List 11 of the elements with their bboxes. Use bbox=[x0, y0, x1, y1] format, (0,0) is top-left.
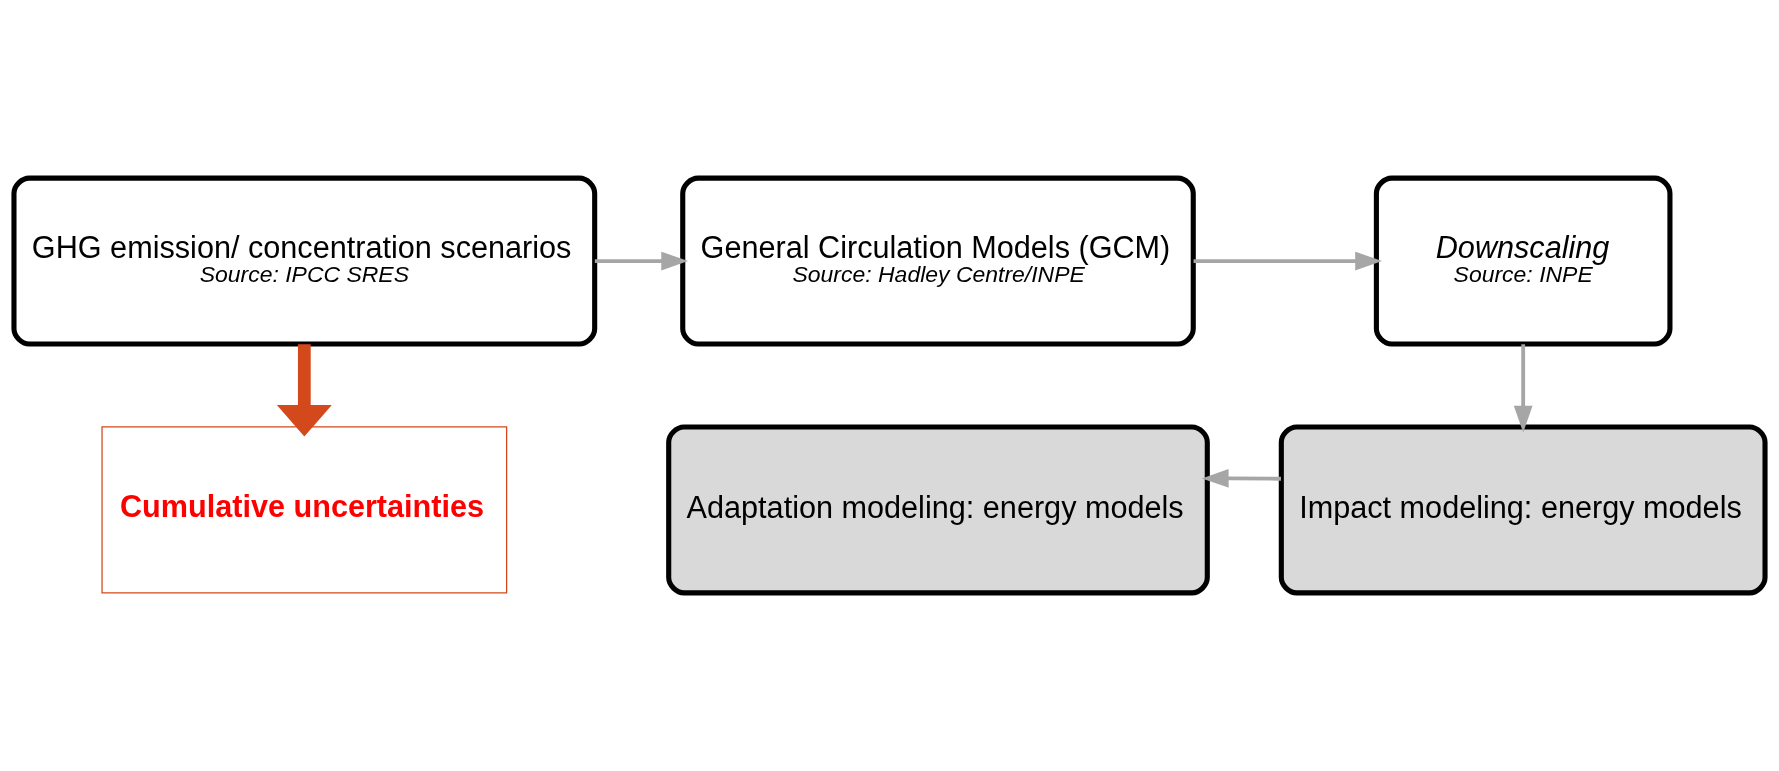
arrow bbox=[1193, 251, 1383, 271]
node-box: Downscaling Source: INPE bbox=[1373, 175, 1673, 347]
node-box: Impact modeling: energy models bbox=[1278, 424, 1768, 596]
arrow bbox=[276, 344, 332, 437]
node-box: General Circulation Models (GCM) Source: Hadley Centre/INPE bbox=[680, 175, 1196, 347]
node-box: Cumulative uncertainties bbox=[101, 426, 508, 594]
arrow bbox=[1201, 468, 1281, 488]
node-box: Adaptation modeling: energy models bbox=[666, 424, 1210, 596]
node-box: GHG emission/ concentration scenarios Source: IPCC SRES bbox=[11, 175, 598, 347]
arrow bbox=[594, 251, 689, 271]
arrow bbox=[1513, 344, 1533, 433]
